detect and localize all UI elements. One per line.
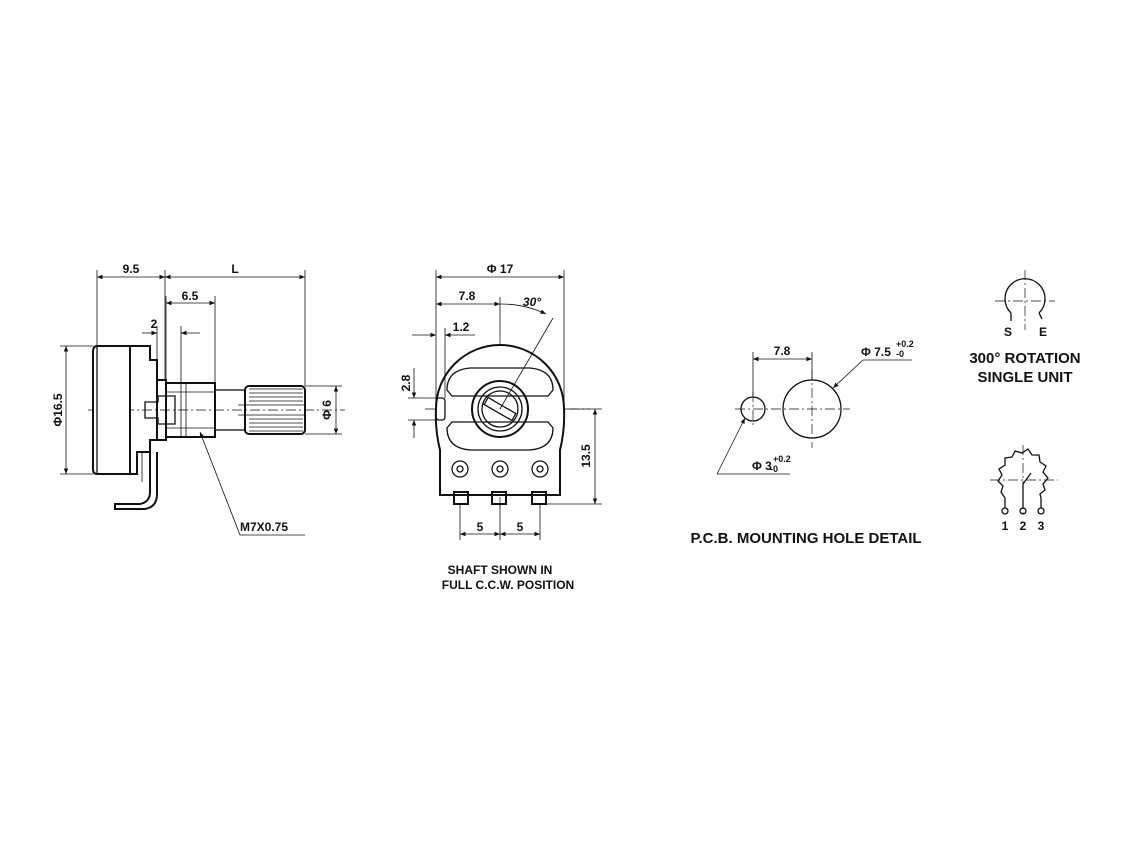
rotation-diagram: S E 300° ROTATION SINGLE UNIT	[969, 270, 1081, 386]
rotation-caption-line2: SINGLE UNIT	[977, 369, 1072, 386]
side-dim-l: L	[231, 262, 238, 276]
pcb-small-hole-tol-minus: -0	[770, 464, 778, 474]
schematic-pin-1: 1	[1002, 519, 1009, 533]
pcb-large-hole-tol-minus: -0	[896, 349, 904, 359]
pcb-caption: P.C.B. MOUNTING HOLE DETAIL	[690, 530, 921, 547]
side-dim-2: 2	[151, 317, 158, 331]
front-dim-offset: 7.8	[459, 289, 476, 303]
pcb-dim-spacing: 7.8	[774, 344, 791, 358]
front-view: Φ 17 7.8 30° 1.2 2.8 13.5 5 5 SHAFT SHOW…	[399, 262, 602, 592]
side-dim-shaft-dia: Φ 6	[320, 400, 334, 420]
front-caption-line1: SHAFT SHOWN IN	[448, 563, 553, 577]
pcb-detail: 7.8 Φ 7.5 +0.2 -0 Φ 3 +0.2 -0 P.C.B. MOU…	[690, 339, 921, 547]
front-dim-dia: Φ 17	[487, 262, 514, 276]
schematic-pin-3: 3	[1038, 519, 1045, 533]
side-dim-6-5: 6.5	[182, 289, 199, 303]
front-dim-height: 2.8	[399, 374, 413, 391]
rotation-start-label: S	[1004, 325, 1012, 339]
pcb-small-hole-dia: Φ 3	[752, 459, 772, 473]
front-caption-line2: FULL C.C.W. POSITION	[442, 578, 574, 592]
pcb-large-hole-dia: Φ 7.5	[861, 345, 891, 359]
front-dim-angle: 30°	[523, 295, 541, 309]
side-view: 9.5 L 6.5 2 Φ16.5 Φ 6 M7X0.75	[51, 262, 345, 536]
pcb-small-hole-tol-plus: +0.2	[773, 454, 791, 464]
front-dim-pin-height: 13.5	[579, 444, 593, 468]
pcb-large-hole-tol-plus: +0.2	[896, 339, 914, 349]
front-dim-pitch-2: 5	[517, 520, 524, 534]
side-dim-body-dia: Φ16.5	[51, 393, 65, 427]
front-dim-tab: 1.2	[453, 320, 470, 334]
rotation-caption-line1: 300° ROTATION	[969, 350, 1080, 367]
side-thread-label: M7X0.75	[240, 520, 288, 534]
rotation-end-label: E	[1039, 325, 1047, 339]
front-dim-pitch-1: 5	[477, 520, 484, 534]
side-dim-9-5: 9.5	[123, 262, 140, 276]
schematic-pin-2: 2	[1020, 519, 1027, 533]
schematic-symbol: 1 2 3	[990, 445, 1058, 533]
